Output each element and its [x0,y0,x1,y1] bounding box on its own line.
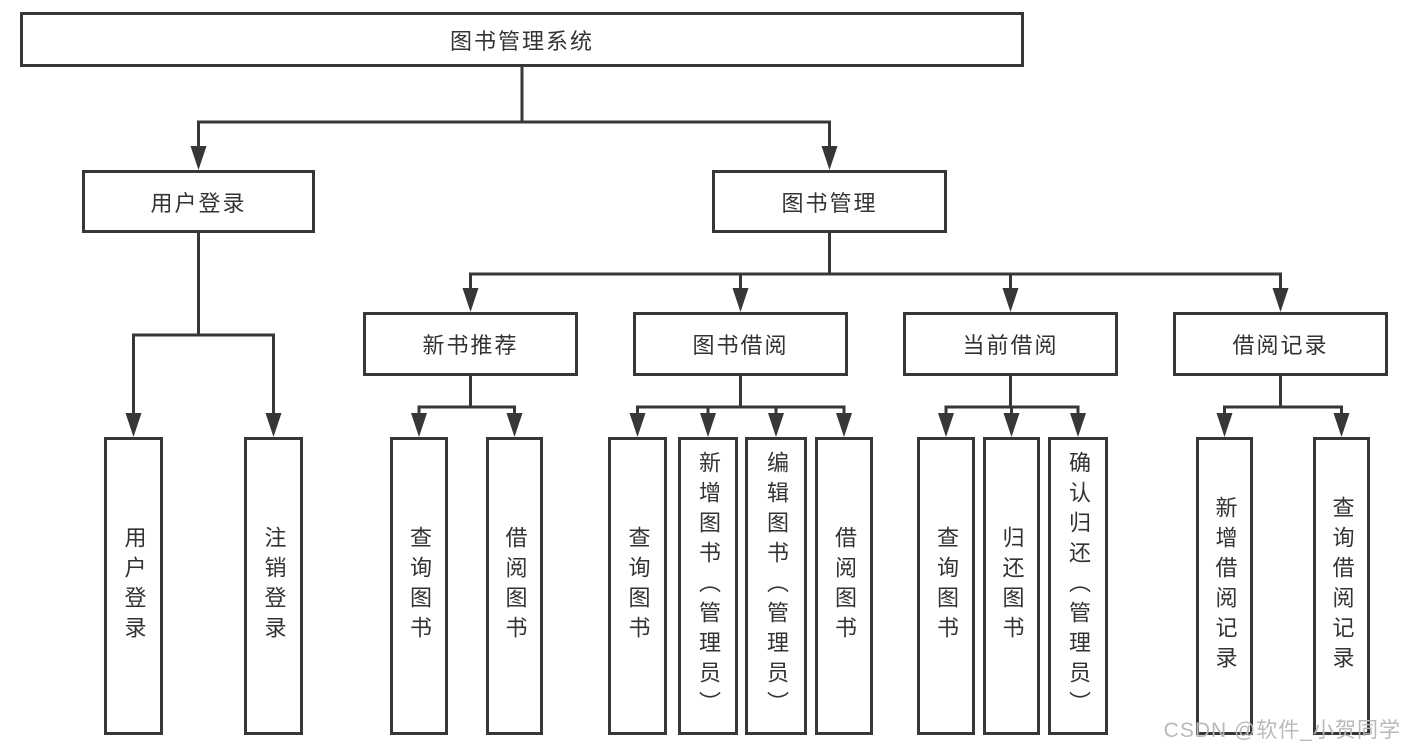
leaf-user-login: 用户登录 [104,437,163,735]
arrowhead-down-icon [836,413,852,437]
leaf-borrow-books-borrowing: 借阅图书 [815,437,873,735]
leaf-edit-book-admin: 编辑图书（管理员） [745,437,807,735]
arrowhead-down-icon [938,413,954,437]
connector-user-login-to-leaves [125,231,282,437]
arrowhead-down-icon [1070,413,1086,437]
leaf-confirm-return-admin: 确认归还（管理员） [1048,437,1108,735]
leaf-borrow-books-recommend: 借阅图书 [486,437,543,735]
node-new-book-recommendation: 新书推荐 [363,312,578,376]
node-book-management: 图书管理 [712,170,947,233]
node-library-management-system: 图书管理系统 [20,12,1024,67]
connector-new-book-recommendation-to-leaves [411,374,523,437]
leaf-query-books-current: 查询图书 [917,437,975,735]
arrowhead-down-icon [190,146,207,170]
leaf-return-books: 归还图书 [983,437,1040,735]
leaf-query-books-borrowing: 查询图书 [608,437,667,735]
connector-book-management-to-level3 [462,231,1289,312]
connector-root-to-level2 [190,65,838,170]
leaf-add-borrow-record: 新增借阅记录 [1196,437,1253,735]
arrowhead-down-icon [629,413,646,437]
arrowhead-down-icon [1272,288,1289,312]
node-user-login: 用户登录 [82,170,315,233]
arrowhead-down-icon [125,413,142,437]
leaf-query-borrow-record: 查询借阅记录 [1313,437,1370,735]
arrowhead-down-icon [768,413,784,437]
leaf-logout: 注销登录 [244,437,303,735]
arrowhead-down-icon [1002,288,1019,312]
arrowhead-down-icon [506,413,523,437]
node-current-borrowing: 当前借阅 [903,312,1118,376]
leaf-query-books-recommend: 查询图书 [390,437,448,735]
csdn-watermark: CSDN @软件_小贺同学 [1163,719,1401,742]
connector-borrowing-records-to-leaves [1216,374,1350,437]
arrowhead-down-icon [1003,413,1020,437]
connector-book-borrowing-to-leaves [629,374,852,437]
arrowhead-down-icon [411,413,427,437]
arrowhead-down-icon [265,413,282,437]
arrowhead-down-icon [700,413,716,437]
arrowhead-down-icon [1333,413,1350,437]
connector-current-borrowing-to-leaves [938,374,1086,437]
arrowhead-down-icon [1216,413,1233,437]
node-book-borrowing: 图书借阅 [633,312,848,376]
arrowhead-down-icon [462,288,479,312]
leaf-add-book-admin: 新增图书（管理员） [678,437,738,735]
node-borrowing-records: 借阅记录 [1173,312,1388,376]
arrowhead-down-icon [732,288,749,312]
arrowhead-down-icon [821,146,838,170]
